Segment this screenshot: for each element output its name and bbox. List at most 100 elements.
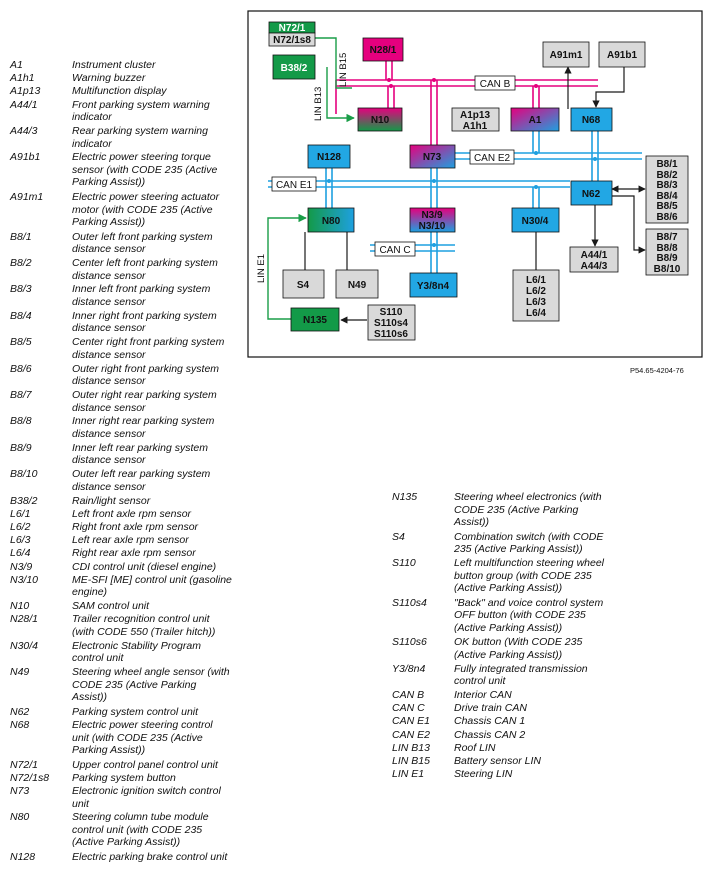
legend-description: Roof LIN — [454, 741, 496, 754]
legend-code: LIN B13 — [392, 741, 430, 754]
legend-description: Center left front parking system distanc… — [72, 257, 218, 282]
n68-label: N68 — [582, 115, 601, 126]
legend-description: Parking system control unit — [72, 705, 199, 718]
n80-label: N80 — [322, 216, 341, 227]
b38-label: B38/2 — [281, 63, 308, 74]
legend-description: Right rear axle rpm sensor — [72, 547, 196, 560]
legend-code: A1 — [10, 59, 23, 71]
legend-code: N30/4 — [10, 639, 39, 652]
box-n135 — [290, 307, 340, 332]
legend-code: S110s4 — [392, 596, 427, 609]
legend-code: A1p13 — [10, 85, 41, 98]
legend-code: N73 — [10, 785, 30, 797]
box-n304 — [511, 207, 560, 233]
diagram-frame — [247, 10, 703, 358]
s110s4-label: S110s4 — [374, 318, 408, 329]
legend-code: A91m1 — [10, 191, 44, 203]
legend-code: L6/3 — [10, 534, 31, 547]
legend-description: Rain/light sensor — [72, 494, 151, 507]
box-n49 — [335, 269, 379, 299]
legend-code: N68 — [10, 719, 30, 731]
n62-label: N62 — [582, 189, 601, 200]
l6-1-label: L6/1 — [526, 275, 546, 286]
legend-code: B8/9 — [10, 441, 32, 454]
legend-description: Battery sensor LIN — [454, 755, 541, 767]
l6-2-label: L6/2 — [526, 286, 546, 297]
legend-code: LIN B15 — [392, 755, 430, 767]
can-e1-label: CAN E1 — [276, 180, 313, 191]
legend-code: B8/3 — [10, 283, 32, 296]
legend-description: Interior CAN — [454, 689, 512, 701]
legend-code: B8/6 — [10, 362, 32, 375]
box-b8-front — [645, 155, 689, 224]
legend-code: N72/1s8 — [10, 771, 50, 784]
n72-1s8-label: N72/1s8 — [273, 35, 311, 46]
legend-code: B38/2 — [10, 494, 38, 507]
legend-description: Steering LIN — [454, 768, 513, 781]
b8-5-label: B8/5 — [656, 201, 678, 212]
b8-7-label: B8/7 — [656, 232, 678, 243]
legend-code: B8/10 — [10, 468, 38, 481]
legend-code: N49 — [10, 666, 30, 679]
legend-description: Parking system button — [72, 771, 176, 784]
can-e1-bus — [268, 168, 570, 208]
box-n80 — [307, 207, 355, 233]
can-b-bus — [335, 61, 598, 145]
legend-description: CDI control unit (diesel engine) — [72, 560, 217, 573]
n28-label: N28/1 — [370, 45, 397, 56]
legend-description: Left rear axle rpm sensor — [72, 534, 189, 547]
legend-description: Right front axle rpm sensor — [72, 521, 199, 533]
b8-6-label: B8/6 — [656, 212, 678, 223]
box-a1p — [451, 107, 500, 132]
lin-b13-label: LIN B13 — [313, 87, 324, 121]
legend-code: A44/3 — [10, 125, 38, 137]
legend-description: Steering wheel electronics (with CODE 23… — [454, 491, 602, 528]
legend-description: Electric parking brake control unit — [72, 851, 228, 863]
l6-3-label: L6/3 — [526, 297, 546, 308]
box-n10 — [357, 107, 403, 132]
legend-code: B8/7 — [10, 389, 32, 401]
legend-code: LIN E1 — [392, 768, 425, 781]
legend-description: Steering wheel angle sensor (with CODE 2… — [72, 666, 230, 704]
a44-3-label: A44/3 — [581, 261, 608, 272]
a1h1-label: A1h1 — [463, 121, 488, 132]
signal-lines — [304, 66, 646, 324]
a44-1-label: A44/1 — [581, 250, 608, 261]
n49-label: N49 — [348, 280, 367, 291]
legend-description: ME-SFI [ME] control unit (gasoline engin… — [72, 573, 232, 599]
n72-1-label: N72/1 — [279, 23, 306, 34]
box-s110 — [367, 304, 416, 341]
legend-description: Electronic ignition switch control unit — [72, 785, 221, 810]
legend-code: B8/2 — [10, 257, 32, 269]
a91b1-label: A91b1 — [607, 50, 637, 61]
legend-description: Upper control panel control unit — [72, 758, 218, 771]
bus-labels: CAN B CAN E2 CAN E1 CAN C LIN B15 LIN B1… — [256, 53, 516, 283]
legend-description: Electric power steering torque sensor (w… — [72, 151, 218, 189]
can-e2-label: CAN E2 — [474, 153, 511, 164]
s110-label: S110 — [380, 307, 403, 318]
b8-9-label: B8/9 — [656, 253, 678, 264]
legend-code: N128 — [10, 851, 36, 863]
box-a44 — [569, 246, 619, 273]
legend-code: CAN C — [392, 702, 425, 715]
n3-10-label: N3/10 — [419, 221, 446, 232]
box-a91b1 — [598, 41, 646, 68]
legend-code: CAN B — [392, 689, 425, 701]
legend-description: Chassis CAN 1 — [454, 715, 526, 728]
box-l6 — [512, 269, 560, 322]
components: N72/1 N72/1s8 N28/1 B38/2 N10 A1p13 A1h1… — [268, 21, 689, 341]
legend-code: L6/2 — [10, 521, 31, 533]
legend-description: Outer left rear parking system distance … — [72, 468, 211, 493]
box-a91m1 — [542, 41, 590, 68]
legend-description: "Back" and voice control system OFF butt… — [454, 596, 604, 634]
legend-description: SAM control unit — [72, 600, 150, 613]
b8-10-label: B8/10 — [654, 264, 681, 275]
legend-code: S4 — [392, 530, 405, 543]
legend-description: Outer left front parking system distance… — [72, 230, 213, 256]
legend-code: CAN E2 — [392, 728, 430, 741]
box-b8-rear — [645, 228, 689, 276]
a1-label: A1 — [529, 115, 542, 126]
legend-code: S110 — [392, 557, 416, 569]
legend-description: Rear parking system warning indicator — [72, 125, 208, 150]
b8-4-label: B8/4 — [656, 191, 678, 202]
